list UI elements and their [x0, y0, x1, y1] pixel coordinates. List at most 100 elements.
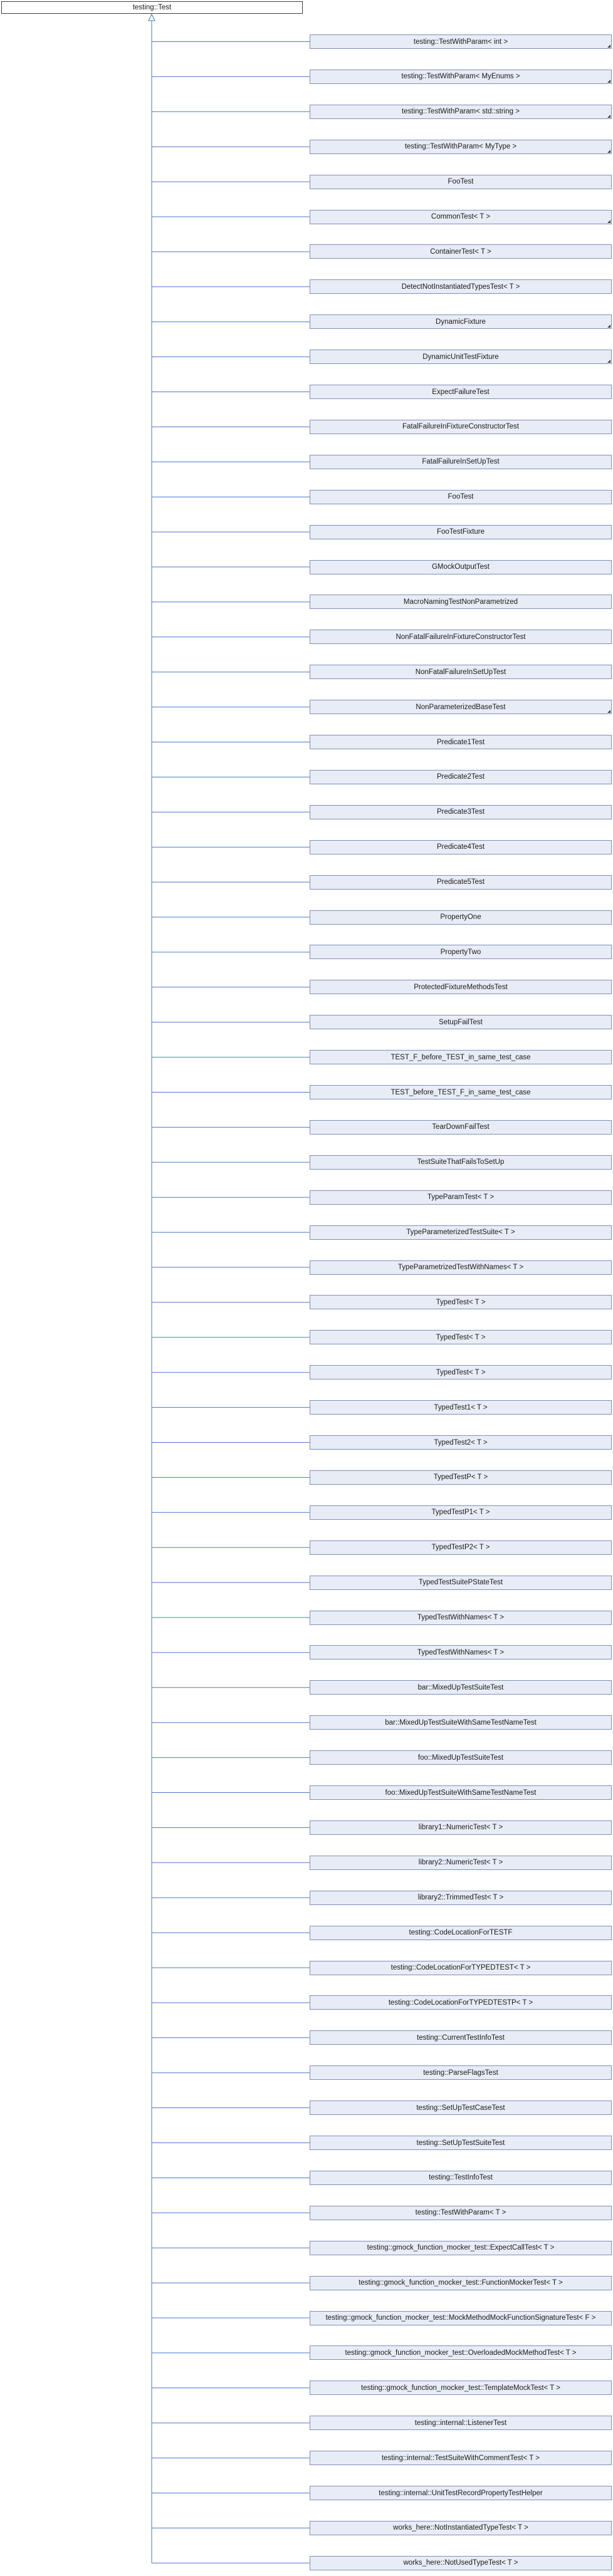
derived-class-node[interactable]: testing::SetUpTestSuiteTest: [310, 2136, 612, 2150]
derived-class-node[interactable]: testing::TestInfoTest: [310, 2170, 612, 2185]
derived-class-node[interactable]: testing::internal::ListenerTest: [310, 2416, 612, 2431]
derived-class-node[interactable]: SetupFailTest: [310, 1015, 612, 1030]
derived-class-label: foo::MixedUpTestSuiteWithSameTestNameTes…: [385, 1789, 537, 1797]
derived-class-node[interactable]: testing::CodeLocationForTYPEDTESTP< T >: [310, 1995, 612, 2010]
derived-class-node[interactable]: TEST_F_before_TEST_in_same_test_case: [310, 1050, 612, 1065]
derived-class-label: ExpectFailureTest: [432, 388, 490, 396]
derived-class-node[interactable]: Predicate4Test: [310, 839, 612, 854]
derived-class-node[interactable]: DynamicUnitTestFixture: [310, 350, 612, 365]
derived-class-label: library2::TrimmedTest< T >: [417, 1894, 504, 1902]
derived-class-node[interactable]: ContainerTest< T >: [310, 244, 612, 259]
derived-class-label: TypeParamTest< T >: [427, 1193, 495, 1202]
derived-class-node[interactable]: Predicate5Test: [310, 875, 612, 890]
derived-class-node[interactable]: TypedTest2< T >: [310, 1435, 612, 1450]
derived-class-node[interactable]: library2::TrimmedTest< T >: [310, 1890, 612, 1905]
derived-class-label: Predicate5Test: [436, 878, 485, 886]
derived-class-node[interactable]: testing::internal::TestSuiteWithCommentT…: [310, 2451, 612, 2466]
derived-class-node[interactable]: CommonTest< T >: [310, 209, 612, 224]
derived-class-node[interactable]: NonParameterizedBaseTest: [310, 700, 612, 715]
base-class-node[interactable]: testing::Test: [1, 1, 303, 14]
derived-class-label: TypedTestWithNames< T >: [417, 1648, 505, 1656]
derived-class-node[interactable]: TypedTestWithNames< T >: [310, 1610, 612, 1625]
derived-class-node[interactable]: foo::MixedUpTestSuiteTest: [310, 1750, 612, 1765]
derived-class-node[interactable]: ExpectFailureTest: [310, 385, 612, 399]
derived-class-node[interactable]: TypedTest< T >: [310, 1295, 612, 1310]
derived-class-node[interactable]: TEST_before_TEST_F_in_same_test_case: [310, 1085, 612, 1099]
derived-class-node[interactable]: works_here::NotUsedTypeTest< T >: [310, 2555, 612, 2570]
derived-class-node[interactable]: ProtectedFixtureMethodsTest: [310, 980, 612, 995]
derived-class-node[interactable]: library1::NumericTest< T >: [310, 1820, 612, 1835]
derived-class-node[interactable]: bar::MixedUpTestSuiteTest: [310, 1680, 612, 1695]
derived-class-node[interactable]: testing::TestWithParam< MyEnums >: [310, 69, 612, 84]
derived-class-node[interactable]: testing::CodeLocationForTESTF: [310, 1925, 612, 1940]
base-class-label: testing::Test: [132, 4, 172, 11]
derived-class-label: testing::CodeLocationForTESTF: [409, 1929, 513, 1937]
derived-class-node[interactable]: library2::NumericTest< T >: [310, 1855, 612, 1870]
derived-class-label: bar::MixedUpTestSuiteTest: [417, 1683, 504, 1691]
derived-class-label: FooTest: [448, 493, 474, 501]
derived-class-node[interactable]: TypedTestP1< T >: [310, 1505, 612, 1520]
derived-class-node[interactable]: Predicate3Test: [310, 804, 612, 819]
derived-class-label: works_here::NotInstantiatedTypeTest< T >: [393, 2524, 528, 2532]
collapsed-subtree-marker: [607, 710, 610, 714]
derived-class-node[interactable]: TypedTest< T >: [310, 1365, 612, 1380]
derived-class-node[interactable]: foo::MixedUpTestSuiteWithSameTestNameTes…: [310, 1785, 612, 1800]
derived-class-node[interactable]: TypeParametrizedTestWithNames< T >: [310, 1260, 612, 1275]
collapsed-subtree-marker: [607, 114, 610, 118]
derived-class-node[interactable]: Predicate1Test: [310, 735, 612, 749]
derived-class-node[interactable]: TypedTestP2< T >: [310, 1540, 612, 1555]
derived-class-node[interactable]: FatalFailureInFixtureConstructorTest: [310, 419, 612, 434]
derived-class-node[interactable]: testing::SetUpTestCaseTest: [310, 2101, 612, 2116]
derived-class-node[interactable]: testing::TestWithParam< std::string >: [310, 104, 612, 119]
derived-class-node[interactable]: bar::MixedUpTestSuiteWithSameTestNameTes…: [310, 1715, 612, 1730]
derived-class-node[interactable]: FatalFailureInSetUpTest: [310, 454, 612, 469]
derived-class-label: TypedTest< T >: [436, 1368, 486, 1376]
derived-class-node[interactable]: TypedTest< T >: [310, 1330, 612, 1345]
derived-class-label: DynamicUnitTestFixture: [422, 353, 499, 361]
derived-class-node[interactable]: testing::internal::UnitTestRecordPropert…: [310, 2486, 612, 2500]
derived-class-label: DynamicFixture: [436, 318, 486, 326]
derived-class-label: CommonTest< T >: [431, 213, 491, 221]
derived-class-node[interactable]: TypedTestSuitePStateTest: [310, 1575, 612, 1590]
derived-class-node[interactable]: FooTest: [310, 174, 612, 189]
derived-class-node[interactable]: TypeParamTest< T >: [310, 1190, 612, 1205]
derived-class-label: TypedTestP1< T >: [431, 1509, 490, 1517]
derived-class-label: PropertyTwo: [440, 948, 481, 956]
derived-class-label: library1::NumericTest< T >: [418, 1824, 503, 1832]
derived-class-node[interactable]: TestSuiteThatFailsToSetUp: [310, 1155, 612, 1170]
derived-class-node[interactable]: PropertyOne: [310, 910, 612, 925]
derived-class-node[interactable]: FooTest: [310, 489, 612, 504]
derived-class-node[interactable]: testing::CodeLocationForTYPEDTEST< T >: [310, 1960, 612, 1975]
derived-class-node[interactable]: testing::gmock_function_mocker_test::Exp…: [310, 2240, 612, 2255]
derived-class-node[interactable]: testing::TestWithParam< int >: [310, 34, 612, 49]
derived-class-label: FooTestFixture: [436, 528, 485, 536]
derived-class-label: TearDownFailTest: [432, 1123, 490, 1131]
derived-class-node[interactable]: FooTestFixture: [310, 524, 612, 539]
derived-class-node[interactable]: testing::CurrentTestInfoTest: [310, 2030, 612, 2045]
derived-class-node[interactable]: testing::gmock_function_mocker_test::Fun…: [310, 2275, 612, 2290]
derived-class-node[interactable]: TearDownFailTest: [310, 1119, 612, 1135]
derived-class-node[interactable]: TypedTestWithNames< T >: [310, 1645, 612, 1660]
derived-class-node[interactable]: DynamicFixture: [310, 314, 612, 330]
derived-class-node[interactable]: testing::TestWithParam< MyType >: [310, 139, 612, 154]
derived-class-node[interactable]: testing::gmock_function_mocker_test::Ove…: [310, 2345, 612, 2360]
derived-class-label: testing::CurrentTestInfoTest: [417, 2033, 505, 2042]
derived-class-node[interactable]: DetectNotInstantiatedTypesTest< T >: [310, 279, 612, 294]
derived-class-node[interactable]: TypeParameterizedTestSuite< T >: [310, 1225, 612, 1240]
derived-class-node[interactable]: NonFatalFailureInSetUpTest: [310, 665, 612, 680]
derived-class-node[interactable]: works_here::NotInstantiatedTypeTest< T >: [310, 2520, 612, 2535]
derived-class-label: TypedTest< T >: [436, 1333, 486, 1341]
derived-class-node[interactable]: TypedTestP< T >: [310, 1470, 612, 1485]
derived-class-node[interactable]: testing::gmock_function_mocker_test::Moc…: [310, 2310, 612, 2325]
derived-class-node[interactable]: TypedTest1< T >: [310, 1400, 612, 1415]
derived-class-node[interactable]: Predicate2Test: [310, 769, 612, 784]
derived-class-node[interactable]: testing::ParseFlagsTest: [310, 2065, 612, 2080]
derived-class-label: FatalFailureInFixtureConstructorTest: [402, 423, 519, 431]
derived-class-node[interactable]: NonFatalFailureInFixtureConstructorTest: [310, 630, 612, 645]
derived-class-node[interactable]: GMockOutputTest: [310, 559, 612, 574]
derived-class-node[interactable]: PropertyTwo: [310, 945, 612, 960]
derived-class-node[interactable]: testing::gmock_function_mocker_test::Tem…: [310, 2381, 612, 2396]
derived-class-node[interactable]: testing::TestWithParam< T >: [310, 2205, 612, 2220]
derived-class-node[interactable]: MacroNamingTestNonParametrized: [310, 595, 612, 610]
